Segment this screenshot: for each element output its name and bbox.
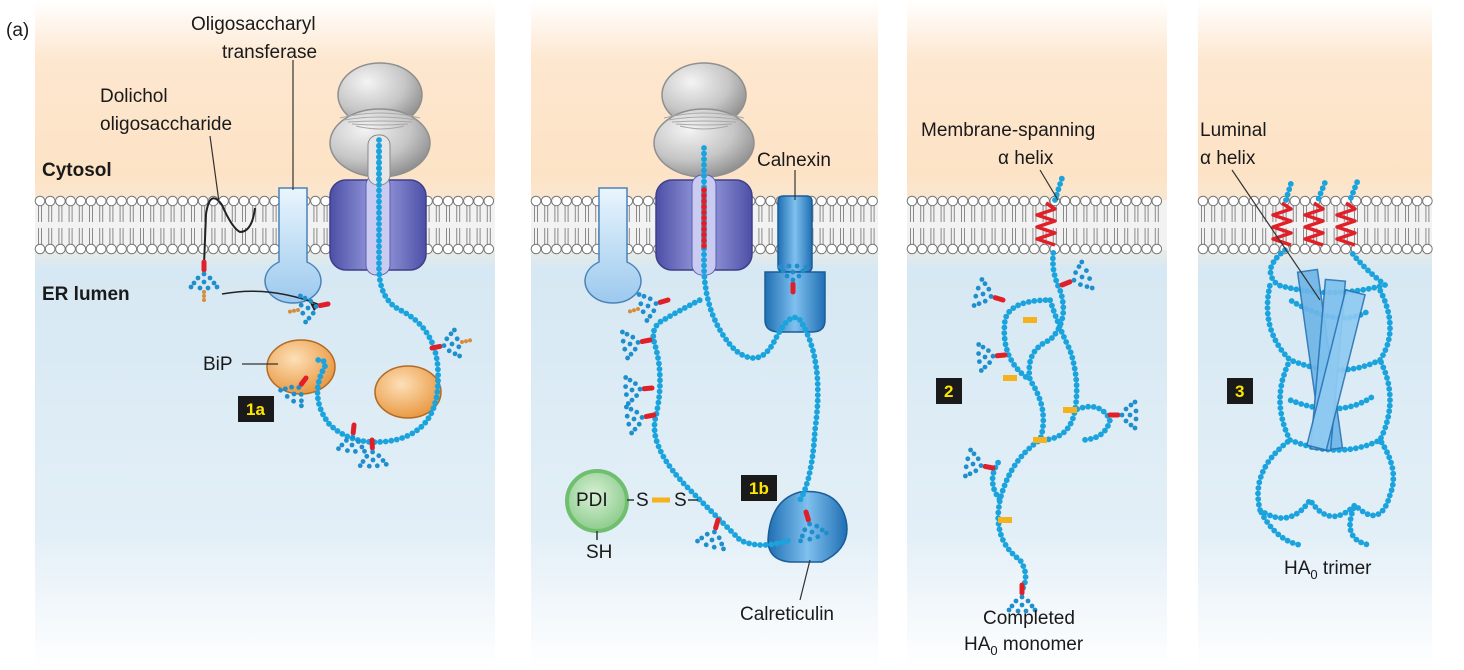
ha0-monomer-label: HA0 monomer xyxy=(964,634,1084,658)
step-badge-1b: 1b xyxy=(741,475,777,501)
ha0-trimer-label: HA0 trimer xyxy=(1284,558,1372,582)
glycan-p2-b xyxy=(620,329,653,361)
lipid-bilayer-3 xyxy=(906,195,1167,255)
red-segment-1 xyxy=(376,143,382,183)
luminal-helix-rod-3 xyxy=(1306,289,1366,451)
calnexin-label: Calnexin xyxy=(757,150,831,171)
svg-text:1a: 1a xyxy=(246,400,265,419)
oligosaccharide-label: oligosaccharide xyxy=(100,114,232,135)
panel-background-1 xyxy=(35,0,495,670)
step-badge-2: 2 xyxy=(936,378,962,404)
glycan-p3-f xyxy=(1006,582,1038,614)
glycan-p3-d xyxy=(1107,399,1139,431)
trimer-helix-1 xyxy=(1271,201,1293,247)
oligosaccharyl-transferase-protein-2 xyxy=(584,187,642,304)
glycan-p2-c xyxy=(623,375,655,406)
sulfur-label-1: S xyxy=(636,490,649,511)
panel-backgrounds xyxy=(35,0,1432,670)
glycan-calnexin-bound xyxy=(777,263,809,295)
trimer-helix-3 xyxy=(1335,201,1357,247)
overlay-elements xyxy=(188,60,1366,614)
alpha-helix-label-4: α helix xyxy=(1200,148,1256,169)
alpha-helix-label-3: α helix xyxy=(998,148,1054,169)
oligosaccharyl-transferase-protein xyxy=(264,187,322,304)
glycan-p2-e xyxy=(695,517,726,552)
bip-protein-2 xyxy=(374,365,442,419)
red-segment-2 xyxy=(701,187,707,249)
svg-text:1b: 1b xyxy=(749,479,769,498)
cytosol-label: Cytosol xyxy=(42,160,112,181)
luminal-helix-rods xyxy=(1296,268,1366,452)
dolichol-anchor xyxy=(203,197,256,266)
glycan-p1-b xyxy=(336,422,367,454)
glycan-p2-d xyxy=(624,404,657,436)
sh-label: SH xyxy=(586,542,612,563)
svg-text:3: 3 xyxy=(1235,382,1244,401)
trimer-termini xyxy=(1283,179,1360,203)
glycan-p1-d xyxy=(278,375,309,409)
calreticulin-leader-line xyxy=(799,559,811,601)
glycan-p3-e xyxy=(963,447,996,479)
membrane-spanning-helix xyxy=(1035,201,1057,247)
glycan-transferred xyxy=(288,293,331,325)
glycan-calreticulin-bound xyxy=(798,509,829,544)
luminal-label: Luminal xyxy=(1200,120,1267,141)
panel-background-3 xyxy=(907,0,1167,670)
svg-text:2: 2 xyxy=(944,382,953,401)
pdi-label: PDI xyxy=(576,490,608,511)
oligosaccharyl-label: Oligosaccharyl xyxy=(191,14,316,35)
completed-label: Completed xyxy=(983,608,1075,629)
step-badge-3: 3 xyxy=(1227,378,1253,404)
helix-leader-line-4 xyxy=(1231,169,1321,301)
trimer-helix-2 xyxy=(1303,201,1325,247)
glycan-p3-c xyxy=(976,342,1008,373)
bip-label: BiP xyxy=(203,354,233,375)
calnexin-protein xyxy=(764,195,826,333)
step-badge-1a: 1a xyxy=(238,396,274,422)
glycan-p1-a xyxy=(429,327,472,359)
glycan-p1-c xyxy=(357,437,389,469)
dolichol-leader-line xyxy=(209,135,220,203)
calreticulin-label: Calreticulin xyxy=(740,604,834,625)
dolichol-label: Dolichol xyxy=(100,86,168,107)
membrane-spanning-label: Membrane-spanning xyxy=(921,120,1095,141)
transferase-label: transferase xyxy=(222,42,317,63)
calreticulin-protein xyxy=(767,490,848,563)
sulfur-label-2: S xyxy=(674,490,687,511)
glycan-p3-a xyxy=(1059,259,1095,291)
glycan-p2-a xyxy=(628,292,671,323)
polypeptide-chain-1 xyxy=(314,137,441,445)
glycan-p3-b xyxy=(971,277,1006,308)
figure-label: (a) xyxy=(6,20,29,41)
helix-leader-line-3 xyxy=(1039,169,1059,201)
er-lumen-label: ER lumen xyxy=(42,284,130,305)
dolichol-glycan xyxy=(188,259,220,302)
